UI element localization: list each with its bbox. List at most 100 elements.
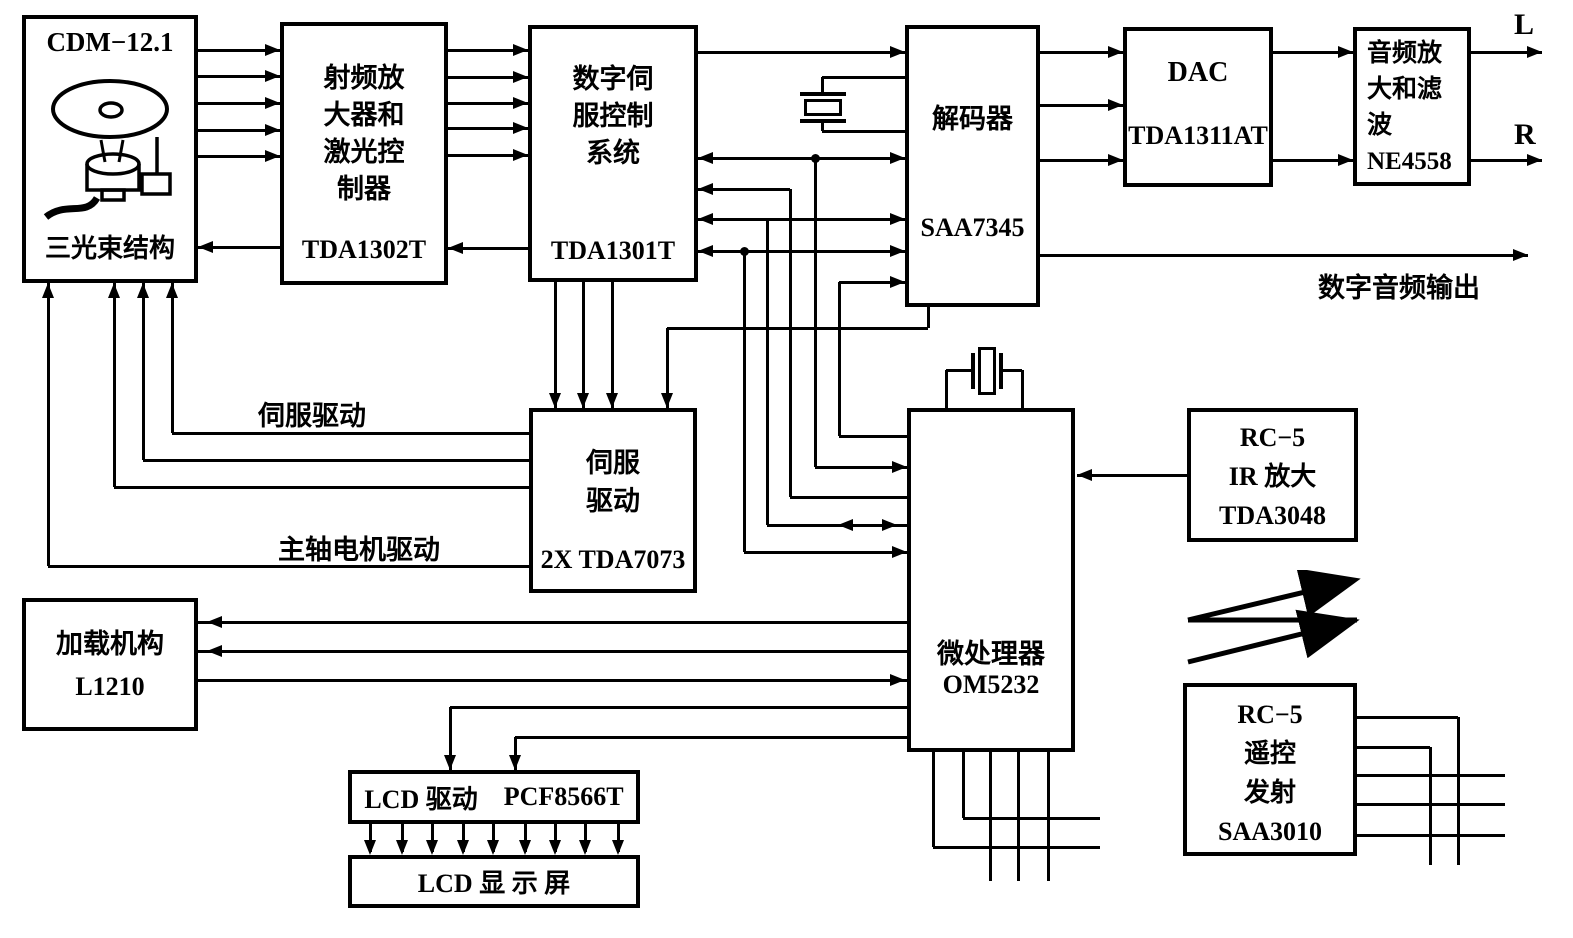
servo-drive-line-1: 伺服 — [586, 448, 640, 478]
wire — [945, 370, 948, 408]
wire — [1077, 474, 1187, 477]
wire — [198, 102, 280, 105]
arrowhead — [457, 840, 469, 855]
wire — [514, 737, 517, 770]
ir-amp-line-2: IR 放大 — [1228, 462, 1317, 491]
arrowhead — [890, 152, 905, 164]
wire — [1471, 159, 1542, 162]
wire — [582, 282, 585, 408]
wire — [1273, 159, 1353, 162]
wire — [114, 486, 529, 489]
wire — [667, 327, 928, 330]
wire — [198, 679, 907, 682]
wire — [113, 283, 116, 487]
wire — [198, 75, 280, 78]
lcd-screen-label: LCD 显 示 屏 — [417, 869, 571, 898]
servo-drive-wire-label: 伺服驱动 — [258, 401, 366, 431]
audio-amp-line-3: 波 — [1367, 112, 1393, 139]
digital-audio-output-label: 数字音频输出 — [1318, 273, 1480, 303]
block-cdm-mechanism: CDM−12.1 三光束结构 — [22, 15, 198, 283]
wire — [766, 219, 769, 525]
wire — [1429, 747, 1432, 865]
wire — [698, 250, 905, 253]
junction-dot — [739, 246, 749, 256]
wire — [933, 846, 1100, 849]
wire — [744, 551, 907, 554]
output-left-label: L — [1514, 8, 1535, 41]
wire — [554, 282, 557, 408]
arrowhead — [1527, 46, 1542, 58]
wire — [617, 824, 620, 852]
arrowhead — [577, 393, 589, 408]
block-remote-transmitter: RC−5 遥控 发射 SAA3010 — [1183, 683, 1357, 856]
wire — [431, 824, 434, 852]
wire — [822, 76, 905, 79]
arrowhead — [890, 46, 905, 58]
servo-ctrl-line-1: 数字伺 — [572, 64, 654, 94]
arrowhead — [661, 393, 673, 408]
wire — [448, 247, 528, 250]
arrowhead — [890, 213, 905, 225]
arrowhead — [698, 245, 713, 257]
wire — [1047, 752, 1050, 881]
audio-amp-part-number: NE4558 — [1367, 148, 1452, 175]
ir-amp-part-number: TDA3048 — [1219, 501, 1326, 530]
wire — [448, 127, 528, 130]
rf-part-number: TDA1302T — [301, 235, 427, 264]
wire — [698, 188, 790, 191]
wire — [47, 283, 50, 566]
arrowhead — [513, 44, 528, 56]
wire — [1040, 254, 1528, 257]
arrowhead — [1338, 46, 1353, 58]
servo-ctrl-line-3: 系统 — [586, 138, 640, 168]
arrowhead — [1108, 154, 1123, 166]
wire — [448, 49, 528, 52]
decoder-part-number: SAA7345 — [920, 213, 1025, 242]
arrowhead — [1108, 99, 1123, 111]
spindle-motor-wire-label: 主轴电机驱动 — [278, 535, 440, 565]
wire — [839, 435, 907, 438]
arrowhead — [207, 645, 222, 657]
wire — [172, 432, 529, 435]
block-rf-amplifier: 射频放 大器和 激光控 制器 TDA1302T — [280, 22, 448, 285]
crystal-icon — [800, 92, 846, 96]
arrowhead — [698, 213, 713, 225]
audio-amp-line-2: 大和滤 — [1367, 76, 1443, 103]
arrowhead — [265, 97, 280, 109]
arrowhead — [487, 840, 499, 855]
remote-line-1: RC−5 — [1237, 700, 1303, 729]
arrowhead — [513, 149, 528, 161]
wire — [198, 49, 280, 52]
wire — [698, 51, 905, 54]
servo-drive-line-2: 驱动 — [586, 486, 640, 516]
crystal-icon — [800, 119, 846, 123]
wire — [743, 251, 746, 552]
arrowhead — [890, 276, 905, 288]
wire — [401, 824, 404, 852]
rf-line-2: 大器和 — [323, 100, 405, 130]
arrowhead — [549, 393, 561, 408]
block-dac: DAC TDA1311AT — [1123, 27, 1273, 187]
wire — [448, 76, 528, 79]
arrowhead — [448, 242, 463, 254]
wire — [698, 157, 905, 160]
remote-line-2: 遥控 — [1243, 739, 1296, 768]
wire — [171, 283, 174, 433]
arrowhead — [207, 616, 222, 628]
arrowhead — [549, 840, 561, 855]
junction-dot — [810, 153, 820, 163]
arrowhead — [698, 183, 713, 195]
wire — [989, 752, 992, 881]
arrowhead — [1077, 469, 1092, 481]
wire — [1357, 716, 1458, 719]
dac-name: DAC — [1167, 57, 1229, 88]
loader-part-number: L1210 — [75, 672, 145, 701]
arrowhead — [892, 546, 907, 558]
cd-mechanism-icon — [43, 79, 172, 220]
arrowhead — [890, 245, 905, 257]
mcu-name: 微处理器 — [937, 639, 1045, 669]
arrowhead — [513, 71, 528, 83]
arrowhead — [396, 840, 408, 855]
wire — [821, 123, 824, 131]
wire — [814, 158, 817, 467]
